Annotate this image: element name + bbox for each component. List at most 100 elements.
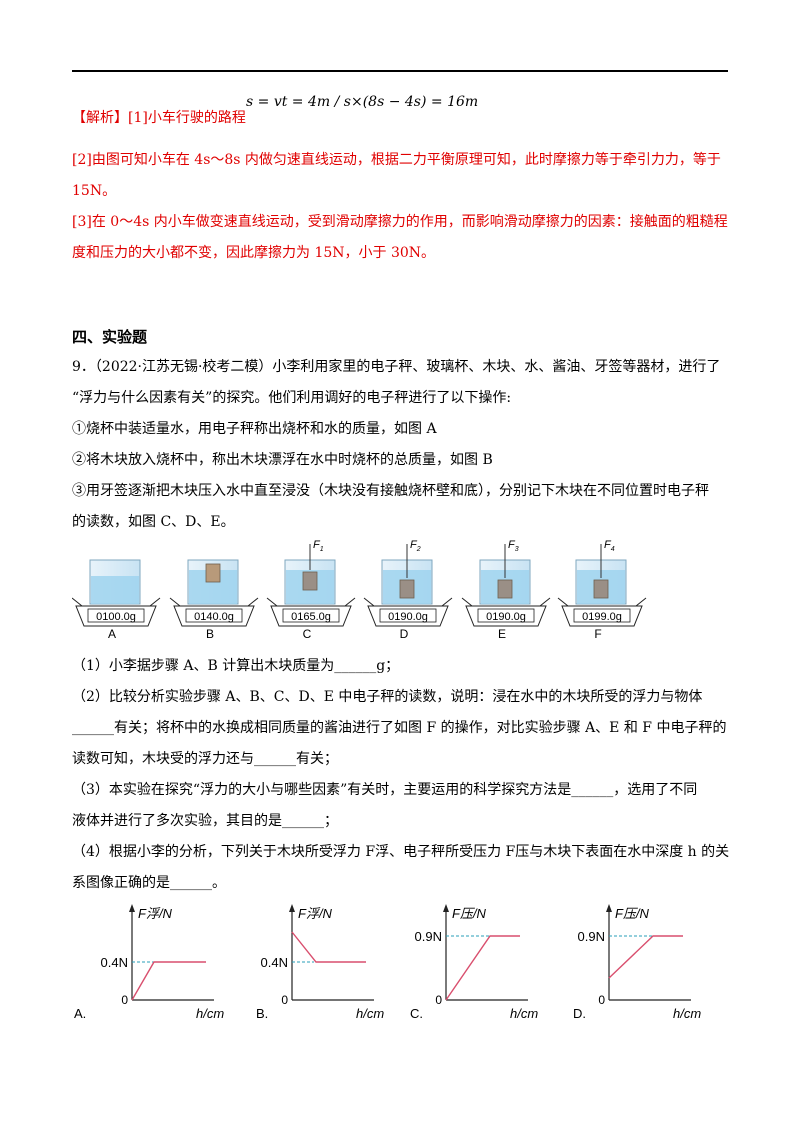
scale-reading: 0199.0g — [582, 611, 622, 623]
option-letter: A. — [74, 1006, 86, 1021]
scale-foot-right — [149, 597, 161, 607]
question-step-1: ①烧杯中装适量水，用电子秤称出烧杯和水的质量，如图 A — [72, 421, 437, 437]
force-label: F1 — [313, 539, 324, 553]
scale-foot-left — [266, 597, 278, 607]
value-label: 0.9N — [415, 929, 442, 944]
subquestion-4a: （4）根据小李的分析，下列关于木块所受浮力 F浮、电子秤所受压力 F压与木块下表… — [72, 844, 730, 860]
scale-display — [282, 608, 340, 623]
scale-reading: 0140.0g — [194, 611, 234, 623]
subquestion-1: （1）小李据步骤 A、B 计算出木块质量为______g； — [72, 658, 400, 674]
origin-label: 0 — [435, 993, 442, 1007]
subquestion-2a: （2）比较分析实验步骤 A、B、C、D、E 中电子秤的读数，说明：浸在水中的木块… — [72, 689, 703, 705]
y-axis-label: F压/N — [452, 906, 487, 921]
scale-display — [185, 608, 243, 623]
section-title: 四、实验题 — [72, 328, 148, 346]
curve — [131, 961, 206, 1001]
analysis-line-3: 15N。 — [72, 183, 117, 199]
analysis-line-5: 度和压力的大小都不变，因此摩擦力为 15N，小于 30N。 — [72, 245, 436, 261]
option-letter: B. — [256, 1006, 268, 1021]
analysis-line-4: [3]在 0～4s 内小车做变速直线运动，受到滑动摩擦力的作用，而影响滑动摩擦力… — [72, 214, 728, 230]
figure-letter: B — [206, 627, 214, 640]
scale-foot-left — [363, 597, 375, 607]
figure-letter: E — [498, 627, 506, 640]
y-arrow — [289, 904, 295, 912]
wood-block — [205, 563, 221, 583]
scale-foot-right — [247, 597, 259, 607]
wood-block — [399, 579, 415, 599]
y-axis-label: F浮/N — [298, 906, 333, 921]
analysis-text-1: [1]小车行驶的路程 — [128, 110, 246, 126]
subquestion-2c: 读数可知，木块受的浮力还与______有关； — [72, 751, 338, 767]
figure-letter: C — [303, 627, 312, 640]
scale-foot-left — [169, 597, 181, 607]
option-graph-2: F压/N 0.9N 0 h/cm C. — [410, 904, 538, 1021]
wood-block — [497, 579, 513, 599]
question-line-2: “浮力与什么因素有关”的探究。他们利用调好的电子秤进行了以下操作: — [72, 390, 512, 406]
force-label: F4 — [604, 539, 615, 553]
question-step-3a: ③用牙签逐渐把木块压入水中直至浸没（木块没有接触烧杯壁和底），分别记下木块在不同… — [72, 483, 709, 499]
y-arrow — [606, 904, 612, 912]
option-graph-0: F浮/N 0.4N 0 h/cm A. — [74, 904, 224, 1021]
scale-foot-left — [557, 597, 569, 607]
analysis-formula: s = vt = 4m / s×(8s − 4s) = 16m — [246, 94, 479, 110]
figure-D: F2 0190.0gD — [363, 539, 453, 640]
subquestion-3a: （3）本实验在探究“浮力的大小与哪些因素”有关时，主要运用的科学探究方法是___… — [72, 782, 698, 798]
value-label: 0.4N — [101, 955, 128, 970]
scale-foot-left — [72, 597, 83, 607]
scale-foot-right — [344, 597, 356, 607]
scale-foot-right — [539, 597, 551, 607]
subquestion-3b: 液体并进行了多次实验，其目的是______； — [72, 813, 338, 829]
analysis-line-1: 【解析】[1]小车行驶的路程 — [72, 108, 246, 128]
scale-foot-right — [441, 597, 453, 607]
y-arrow — [129, 904, 135, 912]
scale-display — [477, 608, 535, 623]
force-label: F3 — [508, 539, 519, 553]
figure-E: F3 0190.0gE — [461, 539, 551, 640]
y-arrow — [443, 904, 449, 912]
scale-reading: 0100.0g — [96, 611, 136, 623]
curve — [608, 935, 683, 979]
force-label: F2 — [410, 539, 421, 553]
x-axis-label: h/cm — [356, 1006, 384, 1021]
experiment-figure: 0100.0gA0140.0gBF10165.0gCF20190.0gDF301… — [72, 539, 647, 640]
x-axis-label: h/cm — [510, 1006, 538, 1021]
origin-label: 0 — [281, 993, 288, 1007]
scale-display — [573, 608, 631, 623]
water — [91, 576, 139, 604]
figure-letter: A — [108, 627, 116, 640]
option-graphs: F浮/N 0.4N 0 h/cm A. F浮/N 0.4N 0 h/cm B. F压/N 0.9N 0 h… — [74, 904, 701, 1021]
figure-B: 0140.0gB — [169, 559, 259, 640]
option-letter: C. — [410, 1006, 423, 1021]
scale-foot-left — [461, 597, 473, 607]
curve — [445, 935, 520, 1001]
question-line-1: 9．（2022·江苏无锡·校考二模）小李利用家里的电子秤、玻璃杯、木块、水、酱油… — [72, 359, 721, 375]
origin-label: 0 — [598, 993, 605, 1007]
scale-display — [379, 608, 437, 623]
scale-reading: 0190.0g — [388, 611, 428, 623]
y-axis-label: F浮/N — [138, 906, 173, 921]
x-axis-label: h/cm — [673, 1006, 701, 1021]
figure-letter: D — [400, 627, 409, 640]
value-label: 0.4N — [261, 955, 288, 970]
question-step-3b: 的读数，如图 C、D、E。 — [72, 514, 235, 530]
origin-label: 0 — [121, 993, 128, 1007]
figure-letter: F — [594, 627, 601, 640]
figure-A: 0100.0gA — [72, 559, 161, 640]
option-graph-1: F浮/N 0.4N 0 h/cm B. — [256, 904, 384, 1021]
figure-F: F4 0199.0gF — [557, 539, 647, 640]
question-step-2: ②将木块放入烧杯中，称出木块漂浮在水中时烧杯的总质量，如图 B — [72, 452, 493, 468]
value-label: 0.9N — [578, 929, 605, 944]
subquestion-2b: ______有关；将杯中的水换成相同质量的酱油进行了如图 F 的操作，对比实验步… — [72, 720, 727, 736]
x-axis-label: h/cm — [196, 1006, 224, 1021]
scale-reading: 0165.0g — [291, 611, 331, 623]
header-rule — [72, 70, 728, 72]
scale-reading: 0190.0g — [486, 611, 526, 623]
figure-C: F1 0165.0gC — [266, 539, 356, 640]
analysis-line-2: [2]由图可知小车在 4s～8s 内做匀速直线运动，根据二力平衡原理可知，此时摩… — [72, 152, 721, 168]
curve — [291, 931, 366, 963]
wood-block — [302, 571, 318, 591]
option-letter: D. — [573, 1006, 586, 1021]
scale-foot-right — [635, 597, 647, 607]
wood-block — [593, 579, 609, 599]
subquestion-4b: 系图像正确的是______。 — [72, 875, 226, 891]
